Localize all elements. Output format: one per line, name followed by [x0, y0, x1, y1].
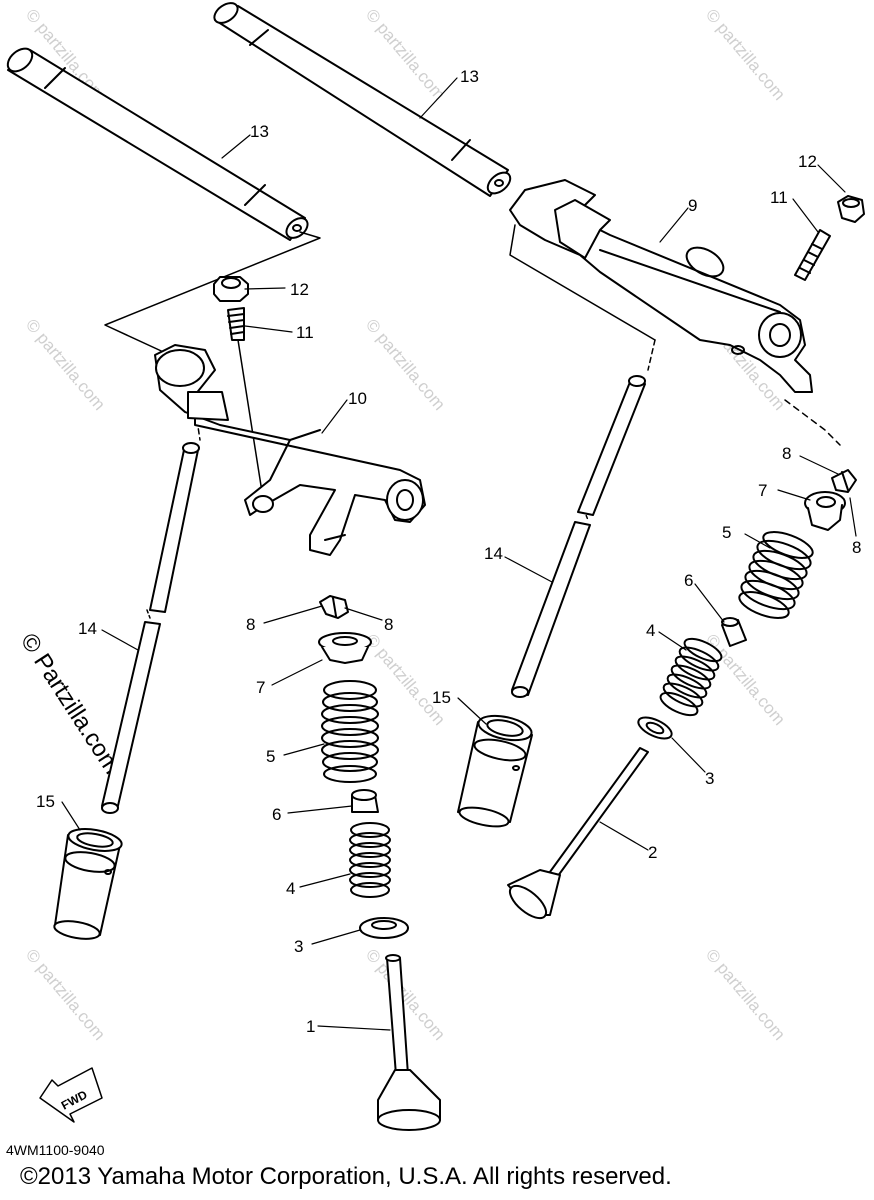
- adjusting-screw-right: [794, 229, 831, 281]
- forward-direction-arrow: FWD: [39, 1067, 103, 1123]
- watermark: © partzilla.com: [362, 315, 449, 414]
- callout-3: 3: [705, 769, 714, 788]
- locknut-left: [213, 276, 249, 302]
- callout-8: 8: [852, 538, 861, 557]
- callout-14: 14: [78, 619, 97, 638]
- callout-8: 8: [246, 615, 255, 634]
- callout-5: 5: [722, 523, 731, 542]
- valve-cotter-center: [319, 595, 349, 619]
- watermark: © partzilla.com: [22, 315, 109, 414]
- callout-4: 4: [286, 879, 295, 898]
- push-rod-tube-right: [213, 2, 512, 197]
- watermark-large: © Partzilla.com: [15, 629, 126, 779]
- callout-14: 14: [484, 544, 503, 563]
- callout-11: 11: [296, 323, 314, 342]
- inner-spring-center: [349, 822, 391, 898]
- push-rod-left: [101, 442, 200, 814]
- diagram-code: 4WM1100-9040: [6, 1142, 105, 1158]
- spring-seat-center: [359, 917, 409, 939]
- callout-2: 2: [648, 843, 657, 862]
- push-rod-tube-left: [6, 47, 309, 241]
- callout-12: 12: [798, 152, 817, 171]
- spring-retainer-center: [318, 632, 372, 664]
- outer-spring-center: [321, 680, 379, 783]
- rocker-arm-right: [509, 179, 813, 393]
- watermark-layer: © partzilla.com © partzilla.com © partzi…: [15, 5, 789, 1044]
- valve-stem-seal-right: [721, 617, 747, 647]
- callout-12: 12: [290, 280, 309, 299]
- callout-7: 7: [758, 481, 767, 500]
- tappet-right: [457, 714, 533, 828]
- callout-4: 4: [646, 621, 655, 640]
- leader-lines: [61, 77, 857, 1031]
- callout-13: 13: [460, 67, 479, 86]
- callout-10: 10: [348, 389, 367, 408]
- callout-9: 9: [688, 196, 697, 215]
- adjusting-screw-left: [227, 307, 245, 341]
- callout-11: 11: [770, 188, 788, 207]
- valve-cotter-right: [831, 469, 857, 493]
- callout-13: 13: [250, 122, 269, 141]
- watermark: © partzilla.com: [702, 5, 789, 104]
- valve-stem-seal-center: [351, 789, 379, 813]
- callout-7: 7: [256, 678, 265, 697]
- exhaust-valve: [507, 747, 649, 920]
- callout-6: 6: [272, 805, 281, 824]
- spring-retainer-right: [804, 491, 846, 531]
- outer-spring-right: [738, 531, 814, 619]
- locknut-right: [837, 195, 865, 223]
- inner-spring-right: [659, 637, 723, 717]
- callout-15: 15: [36, 792, 55, 811]
- callout-15: 15: [432, 688, 451, 707]
- rocker-arm-left: [154, 344, 426, 556]
- push-rod-right: [511, 375, 646, 698]
- intake-valve: [377, 954, 441, 1131]
- callout-8: 8: [782, 444, 791, 463]
- watermark: © partzilla.com: [362, 630, 449, 729]
- watermark: © partzilla.com: [22, 945, 109, 1044]
- callout-6: 6: [684, 571, 693, 590]
- callout-1: 1: [306, 1017, 315, 1036]
- watermark: © partzilla.com: [702, 945, 789, 1044]
- callout-5: 5: [266, 747, 275, 766]
- copyright-notice: ©2013 Yamaha Motor Corporation, U.S.A. A…: [20, 1163, 672, 1190]
- callout-8: 8: [384, 615, 393, 634]
- spring-seat-right: [637, 716, 673, 740]
- watermark: © partzilla.com: [702, 630, 789, 729]
- callout-3: 3: [294, 937, 303, 956]
- callout-numbers: 13 13 12 11 10 9 11 12 8 7 8 5 6 4 3 2 1…: [36, 67, 861, 1036]
- tappet-left: [53, 828, 123, 940]
